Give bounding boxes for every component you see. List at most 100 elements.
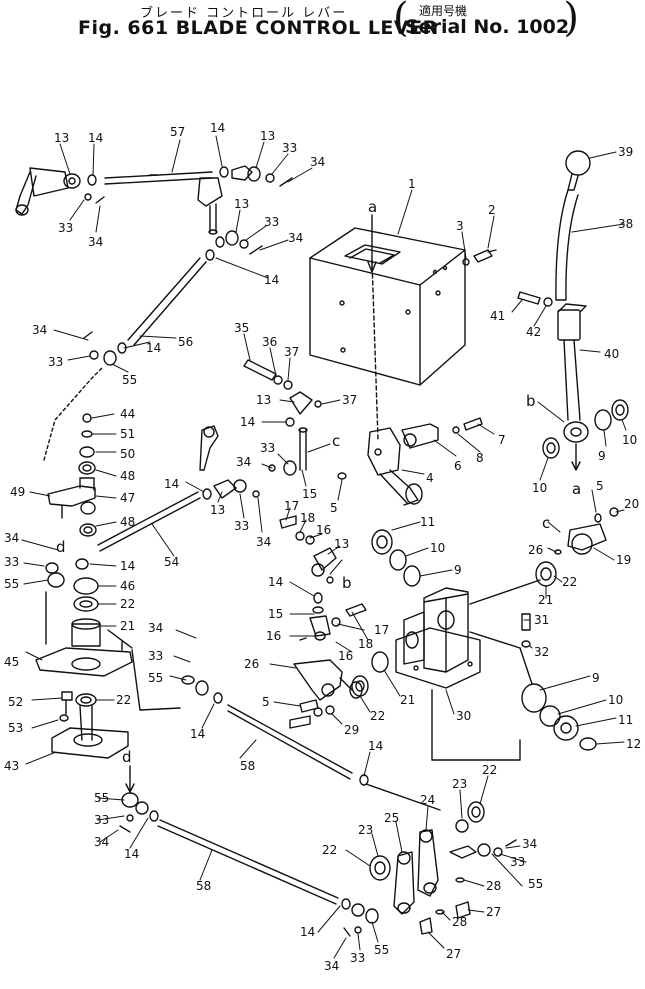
part-label: 11 (420, 515, 435, 529)
part-label: 54 (164, 555, 179, 569)
part-label: 55 (148, 671, 163, 685)
part-label: 4 (426, 471, 434, 485)
part-label: 43 (4, 759, 19, 773)
part-label: 1 (408, 177, 416, 191)
part-label: 19 (616, 553, 631, 567)
part-label: 17 (284, 499, 299, 513)
part-label: 39 (618, 145, 633, 159)
part-label: 33 (48, 355, 63, 369)
view-marker-b: b (342, 574, 352, 592)
part-label: 52 (8, 695, 23, 709)
part-label: 12 (626, 737, 641, 751)
applicability-label-japanese: 適用号機 (419, 4, 468, 18)
part-label: 42 (526, 325, 541, 339)
right-parenthesis: ) (563, 0, 579, 41)
part-label: 26 (244, 657, 259, 671)
part-label: 11 (618, 713, 633, 727)
part-label: 10 (532, 481, 547, 495)
upper-rod-right-end (197, 165, 293, 235)
part-label: 18 (300, 511, 315, 525)
part-label: 34 (256, 535, 271, 549)
part-label: 50 (120, 447, 135, 461)
part-label: 31 (534, 613, 549, 627)
part-label: 17 (374, 623, 389, 637)
part-label: 9 (598, 449, 606, 463)
part-label: 33 (4, 555, 19, 569)
part-label: 44 (120, 407, 135, 421)
serial-number: Serial No. 1002 (405, 16, 570, 38)
part-label: 33 (282, 141, 297, 155)
part-label: 37 (342, 393, 357, 407)
levers-24-25 (365, 783, 517, 935)
part-label: 5 (596, 479, 604, 493)
view-marker-d: d (56, 538, 66, 556)
rod-54 (97, 425, 260, 552)
part-label: 55 (4, 577, 19, 591)
part-label: 5 (330, 501, 338, 515)
part-label: 13 (260, 129, 275, 143)
part-label: 14 (240, 415, 255, 429)
part-label: 13 (234, 197, 249, 211)
part-label: 48 (120, 515, 135, 529)
part-label: 40 (604, 347, 619, 361)
part-label: 34 (32, 323, 47, 337)
part-label: 26 (528, 543, 543, 557)
part-label: 48 (120, 469, 135, 483)
part-label: 34 (310, 155, 325, 169)
part-label: 14 (88, 131, 103, 145)
serial-applicability-box: ( 適用号機 Serial No. 1002 ) (393, 0, 579, 40)
part-label: 13 (334, 537, 349, 551)
part-label: 14 (300, 925, 315, 939)
part-label: 21 (120, 619, 135, 633)
part-label: 9 (592, 671, 600, 685)
leader-lines (21, 135, 627, 959)
rod-58-lower (119, 765, 379, 937)
part-label: 57 (170, 125, 185, 139)
part-label: 22 (120, 597, 135, 611)
part-label: 14 (368, 739, 383, 753)
part-label: 16 (266, 629, 281, 643)
part-label: 22 (370, 709, 385, 723)
part-label: 10 (430, 541, 445, 555)
part-label: 55 (94, 791, 109, 805)
part-label: 18 (358, 637, 373, 651)
part-label: 30 (456, 709, 471, 723)
part-label: 34 (522, 837, 537, 851)
part-label: 45 (4, 655, 19, 669)
part-label: 51 (120, 427, 135, 441)
view-marker-a: a (572, 480, 581, 498)
left-linkage-stack (43, 367, 103, 537)
part-label: 56 (178, 335, 193, 349)
part-label: 25 (384, 811, 399, 825)
part-label: 15 (302, 487, 317, 501)
part-label: 14 (120, 559, 135, 573)
view-marker-c: c (542, 514, 550, 532)
part-label: 5 (262, 695, 270, 709)
rod-58-middle (107, 629, 369, 786)
part-label: 15 (268, 607, 283, 621)
part-label: 22 (482, 763, 497, 777)
part-label: 55 (528, 877, 543, 891)
part-label: 14 (210, 121, 225, 135)
part-label: 33 (350, 951, 365, 965)
part-label: 33 (260, 441, 275, 455)
view-marker-c: c (332, 432, 340, 450)
upper-rod-57 (15, 167, 213, 216)
part-label: 22 (562, 575, 577, 589)
part-label: 38 (618, 217, 633, 231)
shaft-4-assembly (243, 359, 483, 506)
part-label: 14 (264, 273, 279, 287)
part-label: 33 (264, 215, 279, 229)
part-label: 34 (148, 621, 163, 635)
lever-assembly-38-40 (517, 150, 629, 471)
view-marker-d: d (122, 748, 132, 766)
part-label: 10 (608, 693, 623, 707)
right-bushings (469, 507, 619, 751)
part-label: 23 (452, 777, 467, 791)
part-label: 14 (164, 477, 179, 491)
control-box-1 (309, 214, 466, 441)
part-number-labels: 13 14 57 14 13 33 34 33 34 13 33 34 14 1… (4, 121, 641, 973)
part-label: 20 (624, 497, 639, 511)
part-label: 55 (122, 373, 137, 387)
